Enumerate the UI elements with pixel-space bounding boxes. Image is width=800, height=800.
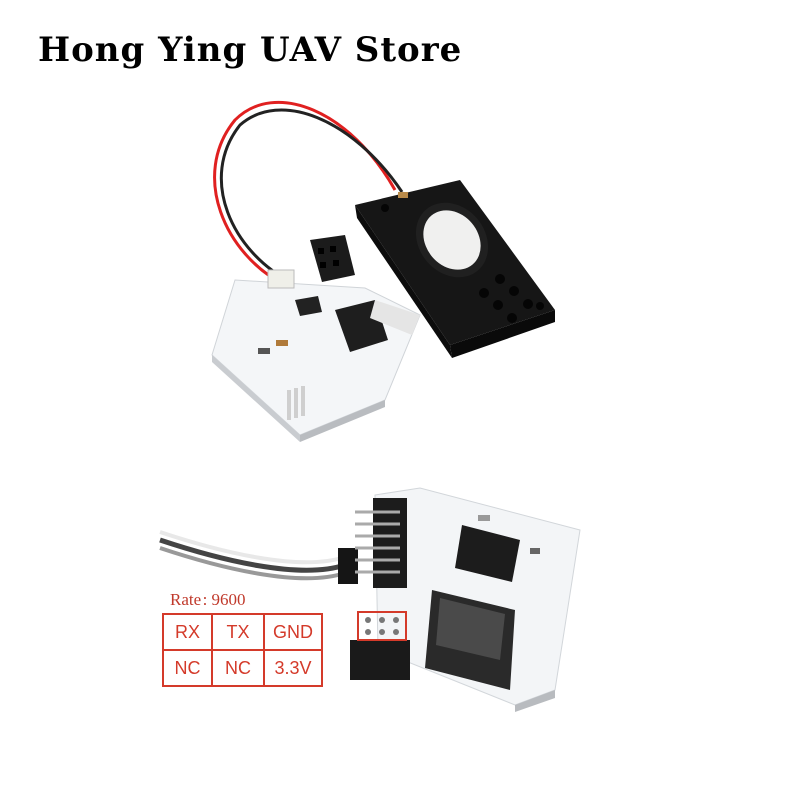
baud-rate-label: Rate : 9600: [170, 590, 246, 609]
speaker: [355, 180, 555, 358]
voice-pcb: [211, 235, 421, 442]
pin-cell: NC: [211, 649, 265, 687]
voice-module-assembly: [211, 100, 555, 442]
pin-cell: TX: [211, 613, 265, 651]
cable-plug: [338, 548, 358, 584]
pin-cell: RX: [162, 613, 213, 651]
pin-cell: GND: [263, 613, 323, 651]
pin-header-socket: [310, 235, 355, 282]
store-title: Hong Ying UAV Store: [38, 30, 463, 70]
bottom-connector: [350, 640, 410, 680]
pinout-row: RX TX GND: [162, 613, 323, 651]
pin-highlight-box: [357, 611, 407, 641]
pin-cell: NC: [162, 649, 213, 687]
speaker-label: [423, 210, 481, 270]
recorder-module-assembly: [159, 487, 581, 712]
pinout-table: RX TX GND NC NC 3.3V: [162, 613, 323, 687]
pin-cell: 3.3V: [263, 649, 323, 687]
signal-cable: [159, 537, 346, 573]
pinout-row: NC NC 3.3V: [162, 649, 323, 687]
pin-header: [355, 498, 407, 588]
red-wire: [213, 100, 397, 287]
black-wire: [219, 108, 404, 284]
recorder-chip: [455, 525, 520, 582]
